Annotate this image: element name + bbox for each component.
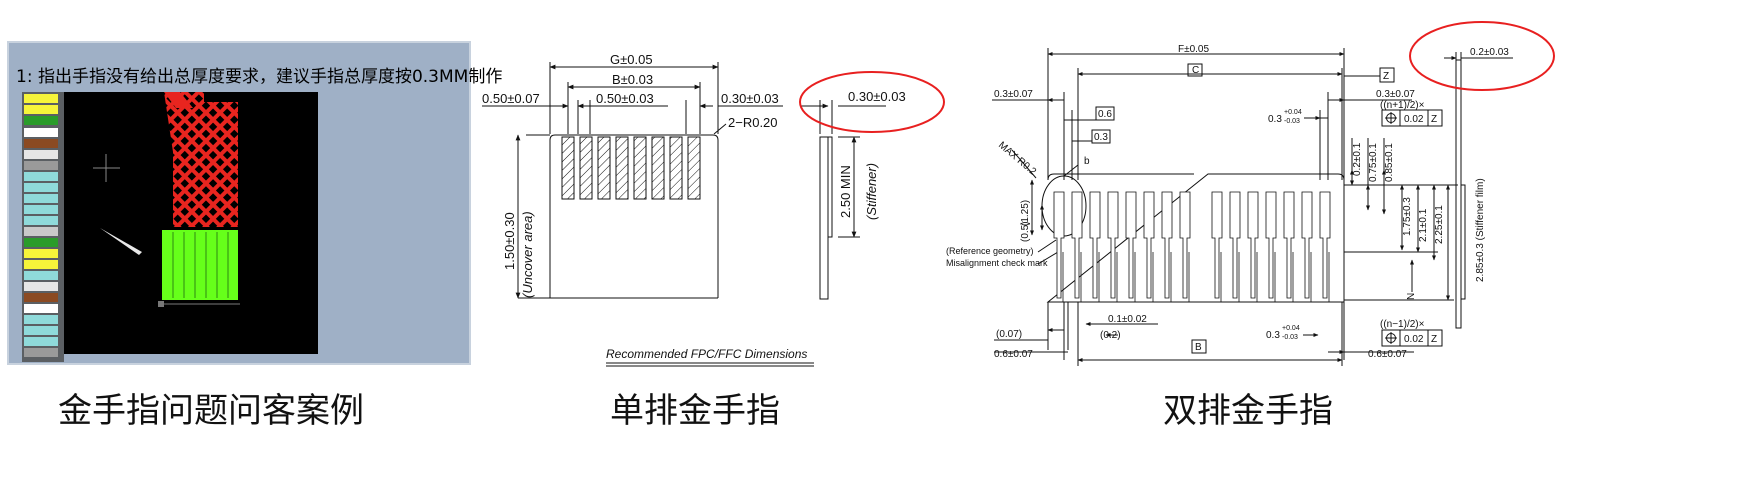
label-uncover-note: (Uncover area) — [520, 211, 535, 298]
label-n-plus-one: ((n+1)/2)× — [1380, 100, 1425, 111]
label-05: (0.5) — [1020, 221, 1031, 242]
label-225: 2.25±0.1 — [1434, 205, 1445, 244]
caption-question-case: 金手指问题问客案例 — [58, 391, 364, 431]
caption-single-row: 单排金手指 — [610, 391, 780, 431]
label-pos-tol-bot: 0.02 — [1404, 334, 1424, 345]
label-pos-tol-top: 0.02 — [1404, 114, 1424, 125]
label-c: C — [1192, 65, 1199, 76]
label-03: 0.3 — [1094, 132, 1108, 143]
label-175: 1.75±0.3 — [1402, 197, 1413, 236]
footer-note: Recommended FPC/FFC Dimensions — [606, 347, 807, 361]
label-n: N — [1406, 293, 1417, 300]
label-z-bot: Z — [1431, 334, 1437, 345]
label-02p: (0.2) — [1100, 330, 1121, 341]
panel-double-row: F±0.05 C Z 0.2±0.03 0.3±0.07 0.3±0.07 0.… — [946, 21, 1734, 375]
label-01: 0.1±0.02 — [1108, 314, 1147, 325]
question-case-image: 1: 指出手指没有给出总厚度要求，建议手指总厚度按0.3MM制作 — [7, 41, 502, 365]
label-06: 0.6 — [1098, 109, 1112, 120]
caption-double-row: 双排金手指 — [1163, 391, 1333, 431]
label-pitch-top: 0.3 — [1268, 114, 1282, 125]
label-z: Z — [1383, 71, 1389, 82]
highlight-circle — [799, 71, 945, 133]
label-125: (1.25) — [1020, 200, 1031, 226]
label-uncover-dim: 1.50±0.30 — [502, 212, 517, 270]
layer-strip — [24, 94, 58, 357]
label-g: G±0.05 — [610, 52, 653, 67]
label-ref-geo: (Reference geometry) — [946, 246, 1034, 256]
label-pitch-bot: 0.3 — [1266, 330, 1280, 341]
label-right-margin: 0.30±0.03 — [721, 91, 779, 106]
label-02: 0.2±0.1 — [1352, 142, 1363, 176]
label-radius: 2−R0.20 — [728, 115, 778, 130]
label-b: B±0.03 — [612, 72, 653, 87]
label-z-top: Z — [1431, 114, 1437, 125]
label-tol-minus: -0.03 — [1284, 118, 1300, 125]
label-right-bot: 0.6±0.07 — [1368, 349, 1407, 360]
panel-question-case: 1: 指出手指没有给出总厚度要求，建议手指总厚度按0.3MM制作 — [7, 41, 502, 365]
red-trace — [164, 92, 238, 227]
panel-single-row: G±0.05 B±0.03 0.50±0.07 0.50±0.03 0.30±0… — [478, 42, 948, 374]
finger-pads — [561, 136, 701, 200]
double-row-drawing: F±0.05 C Z 0.2±0.03 0.3±0.07 0.3±0.07 0.… — [946, 21, 1555, 366]
label-thickness-2: 0.2±0.03 — [1470, 47, 1509, 58]
label-285: 2.85±0.3 (Stiffener film) — [1475, 178, 1486, 282]
label-pitch: 0.50±0.03 — [596, 91, 654, 106]
label-stiffener-dim: 2.50 MIN — [838, 165, 853, 218]
label-right-top: 0.3±0.07 — [1376, 89, 1415, 100]
green-fingers — [162, 230, 238, 300]
label-n-minus-one: ((n−1)/2)× — [1380, 319, 1425, 330]
label-tol-plus-bot: +0.04 — [1282, 325, 1300, 332]
label-b-big: B — [1195, 342, 1202, 353]
label-085: 0.85±0.1 — [1384, 143, 1395, 182]
label-left-bot: 0.6±0.07 — [994, 349, 1033, 360]
label-tol-minus-bot: -0.03 — [1282, 334, 1298, 341]
label-left-margin: 0.50±0.07 — [482, 91, 540, 106]
single-row-drawing: G±0.05 B±0.03 0.50±0.07 0.50±0.03 0.30±0… — [482, 52, 945, 367]
highlight-circle-2 — [1409, 21, 1555, 91]
question-note: 1: 指出手指没有给出总厚度要求，建议手指总厚度按0.3MM制作 — [16, 67, 502, 87]
label-stiffener-note: (Stiffener) — [864, 163, 879, 220]
label-21: 2.1±0.1 — [1418, 208, 1429, 242]
label-f: F±0.05 — [1178, 44, 1209, 55]
label-left-top: 0.3±0.07 — [994, 89, 1033, 100]
label-b-small: b — [1084, 156, 1090, 167]
label-tol-plus: +0.04 — [1284, 109, 1302, 116]
label-007: (0.07) — [996, 329, 1022, 340]
label-misalign: Misalignment check mark — [946, 258, 1048, 268]
double-row-fingers — [1053, 191, 1331, 302]
label-max-r: MAX R0.2 — [996, 140, 1038, 178]
label-thickness: 0.30±0.03 — [848, 89, 906, 104]
label-075: 0.75±0.1 — [1368, 143, 1379, 182]
